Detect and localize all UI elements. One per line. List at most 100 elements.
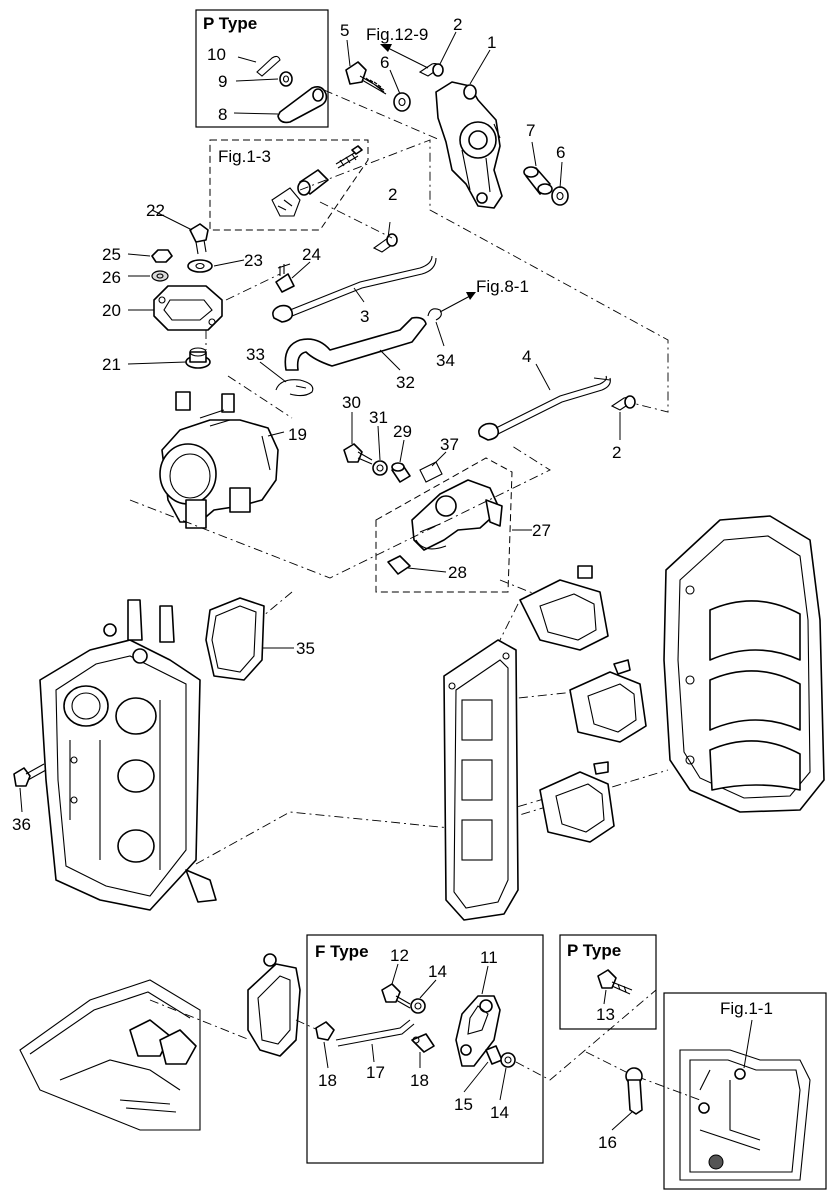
callout-28: 28 — [448, 563, 467, 582]
joint-part-8 — [277, 86, 328, 124]
callout-22: 22 — [146, 201, 165, 220]
lever-part-1 — [435, 81, 503, 209]
callout-4: 4 — [522, 347, 531, 366]
bolt-part-36 — [13, 763, 47, 787]
collar-part-7 — [523, 166, 553, 195]
callout-14-top: 14 — [428, 962, 447, 981]
plate-part-20 — [153, 285, 223, 331]
nut-part-25 — [151, 249, 173, 263]
callout-2-top: 2 — [453, 15, 462, 34]
washer-part-14-top — [410, 998, 426, 1014]
lower-engine-section — [19, 979, 201, 1131]
callout-14-bottom: 14 — [490, 1103, 509, 1122]
callout-8: 8 — [218, 105, 227, 124]
top-lever-assembly: 5 Fig.12-9 2 1 6 7 6 — [340, 15, 569, 209]
p-type-title-top: P Type — [203, 14, 257, 33]
link-rod-part-4 — [478, 375, 611, 441]
callout-30: 30 — [342, 393, 361, 412]
callout-15: 15 — [454, 1095, 473, 1114]
callout-18-right: 18 — [410, 1071, 429, 1090]
callout-3: 3 — [360, 307, 369, 326]
callout-31: 31 — [369, 408, 388, 427]
callout-13: 13 — [596, 1005, 615, 1024]
fig-1-1-ref: Fig.1-1 — [720, 999, 773, 1018]
washer-part-26 — [151, 270, 169, 282]
link-part-16 — [625, 1067, 643, 1115]
callout-5: 5 — [340, 21, 349, 40]
callout-35: 35 — [296, 639, 315, 658]
reed-valve-3 — [539, 761, 615, 843]
p-type-inset-bottom: P Type 13 — [559, 934, 657, 1030]
reed-valve-1 — [519, 565, 609, 651]
lever-part-11 — [455, 995, 501, 1067]
callout-36: 36 — [12, 815, 31, 834]
hose-part-32 — [284, 316, 427, 371]
link-rod-part-3 — [272, 255, 437, 323]
callout-17: 17 — [366, 1063, 385, 1082]
throttle-lever-part-27 — [375, 457, 513, 593]
reed-valve-plate — [443, 639, 519, 921]
bolt-part-13 — [597, 969, 633, 995]
fig-1-3-dashed-group: Fig.1-3 — [209, 139, 369, 231]
callout-19: 19 — [288, 425, 307, 444]
callout-27: 27 — [532, 521, 551, 540]
callout-29: 29 — [393, 422, 412, 441]
washer-part-6-right — [551, 186, 569, 206]
joint-part-18-left — [315, 1021, 335, 1041]
callout-24: 24 — [302, 245, 321, 264]
clip-part-2-mid — [372, 233, 398, 253]
washer-part-9 — [279, 71, 293, 87]
callout-32: 32 — [396, 373, 415, 392]
callout-33: 33 — [246, 345, 265, 364]
gasket-part-35 — [205, 597, 265, 681]
bolt-part-22 — [189, 223, 209, 255]
callout-34: 34 — [436, 351, 455, 370]
callout-23: 23 — [244, 251, 263, 270]
callout-16: 16 — [598, 1133, 617, 1152]
washer-part-31 — [372, 460, 388, 476]
joint-part-18-right — [411, 1033, 435, 1053]
washer-part-23 — [187, 259, 213, 273]
callout-26: 26 — [102, 268, 121, 287]
callout-6-right: 6 — [556, 143, 565, 162]
f-type-inset: F Type — [306, 934, 544, 1164]
collar-part-29 — [391, 462, 411, 483]
p-type-title-bottom: P Type — [567, 941, 621, 960]
callout-21: 21 — [102, 355, 121, 374]
lower-bracket — [247, 953, 301, 1057]
rod-part-17 — [335, 1019, 415, 1047]
fig-1-1-inset: Fig.1-1 — [663, 992, 827, 1190]
grommet-part-21 — [185, 347, 211, 369]
callout-2-right: 2 — [612, 443, 621, 462]
callout-37: 37 — [440, 435, 459, 454]
fig-8-1-ref: Fig.8-1 — [476, 277, 529, 296]
clamp-part-33 — [275, 379, 314, 397]
screw-part-30 — [343, 443, 373, 465]
p-type-inset-top: P Type 10 9 8 — [195, 9, 329, 128]
bolt-part-5 — [345, 61, 387, 95]
clip-part-10 — [256, 55, 281, 77]
clip-part-28 — [387, 555, 411, 575]
washer-part-6-left — [393, 92, 411, 112]
reed-valve-2 — [569, 659, 647, 743]
callout-7: 7 — [526, 121, 535, 140]
f-type-title: F Type — [315, 942, 369, 961]
clip-part-2-right — [610, 395, 636, 411]
callout-12: 12 — [390, 946, 409, 965]
callout-1: 1 — [487, 33, 496, 52]
callout-25: 25 — [102, 245, 121, 264]
callout-11: 11 — [480, 948, 498, 967]
callout-6-left: 6 — [380, 53, 389, 72]
callout-2-mid: 2 — [388, 185, 397, 204]
callout-10: 10 — [207, 45, 226, 64]
collar-part-15 — [485, 1045, 503, 1065]
intake-manifold — [39, 599, 217, 911]
clip-part-2-top — [418, 62, 444, 77]
clip-part-34 — [427, 308, 442, 321]
fig-12-9-ref: Fig.12-9 — [366, 25, 428, 44]
cylinder-block — [663, 515, 825, 813]
washer-part-14-bottom — [500, 1052, 516, 1068]
bolt-part-12 — [381, 983, 411, 1009]
callout-18-left: 18 — [318, 1071, 337, 1090]
